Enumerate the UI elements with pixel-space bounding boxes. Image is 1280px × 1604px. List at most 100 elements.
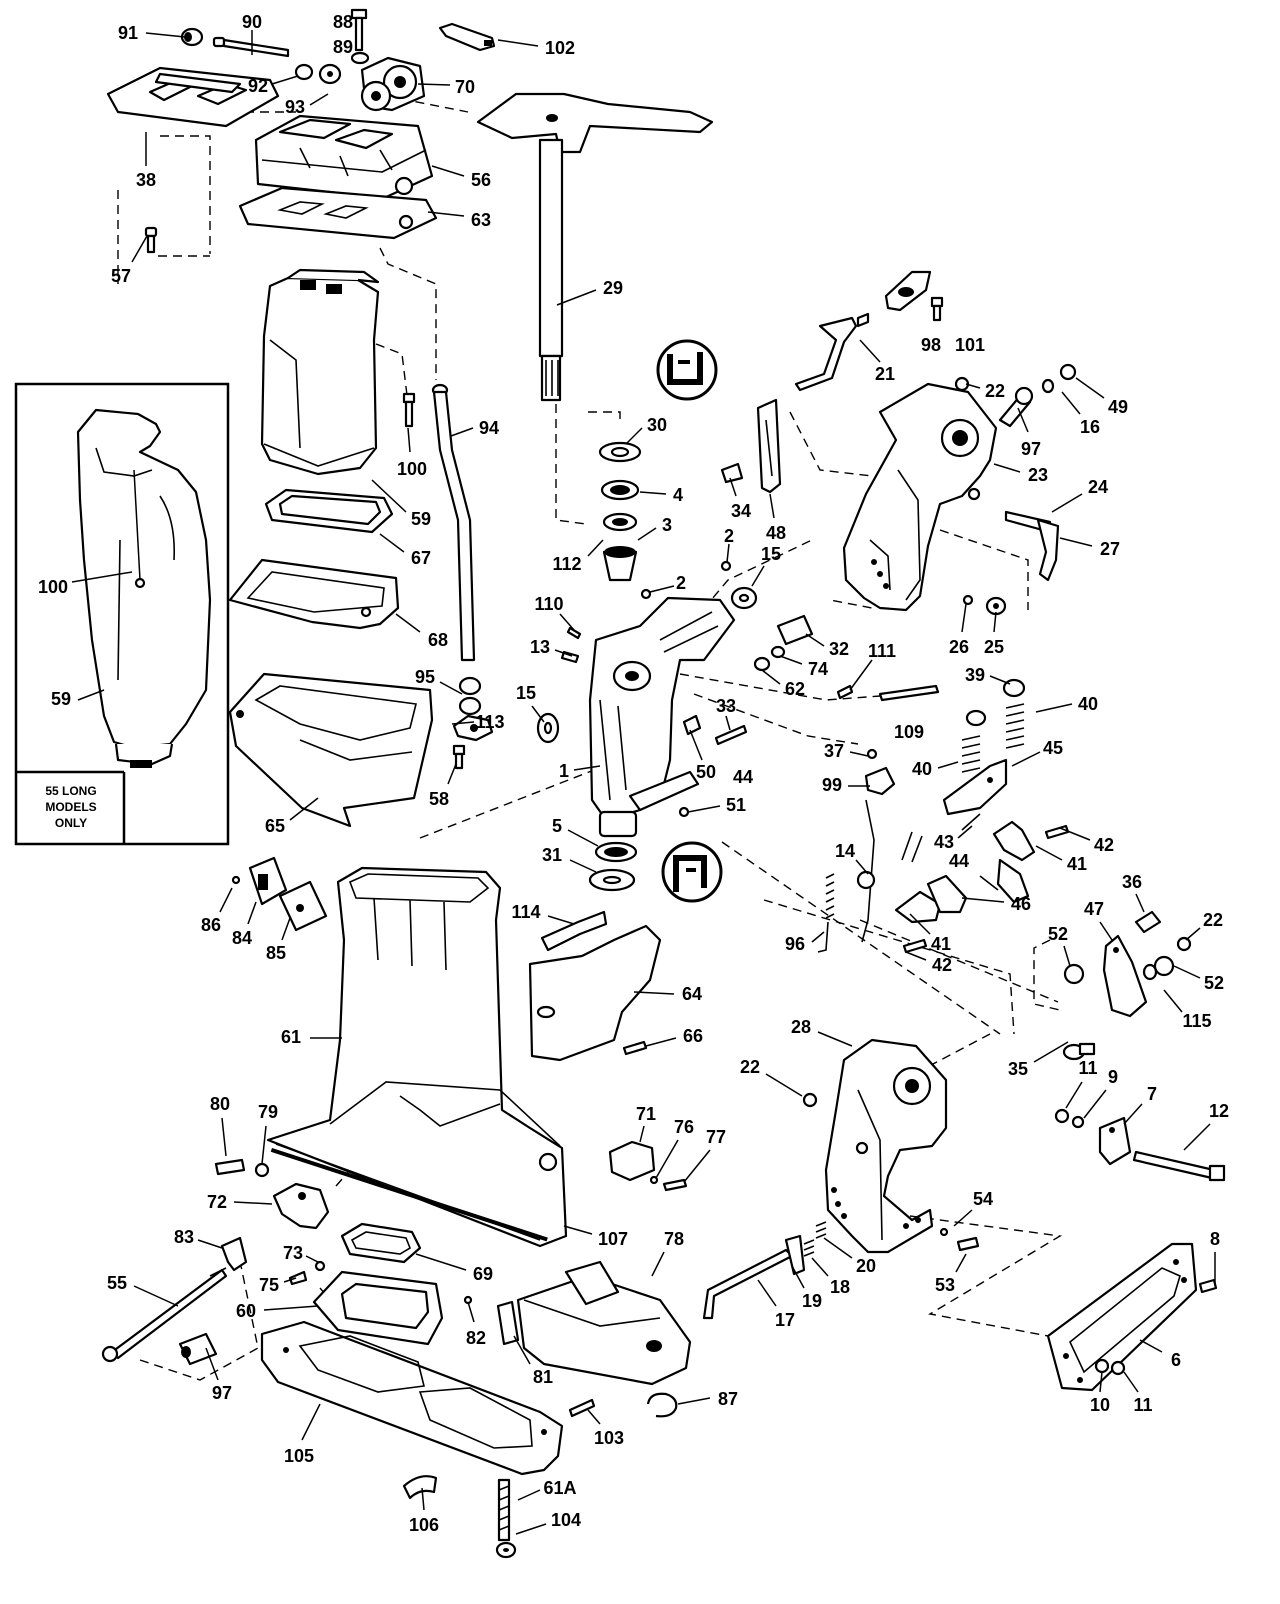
callout-label-c59b: 59 <box>51 689 71 709</box>
leader-c45 <box>1011 751 1041 767</box>
part-41-46-levers <box>894 820 1036 924</box>
callout-label-c74: 74 <box>808 659 828 679</box>
callout-label-c64: 64 <box>682 984 702 1004</box>
callout-label-c13: 13 <box>530 637 550 657</box>
part-105-housing <box>260 1320 564 1476</box>
leader-c50 <box>689 729 703 761</box>
callout-label-c98: 98 <box>921 335 941 355</box>
callout-label-c8: 8 <box>1210 1229 1220 1249</box>
part-2-screws <box>640 560 732 600</box>
leader-c57 <box>131 235 148 263</box>
callout-label-c15a: 15 <box>761 544 781 564</box>
leader-c59b <box>77 689 105 701</box>
part-94-tube <box>431 383 476 662</box>
callout-label-c101: 101 <box>955 335 985 355</box>
leader-c17 <box>757 1279 777 1307</box>
part-61a-stud <box>497 1478 511 1542</box>
callout-label-c25: 25 <box>984 637 1004 657</box>
callout-label-c83: 83 <box>174 1227 194 1247</box>
callout-label-c3: 3 <box>662 515 672 535</box>
part-35-pin <box>1062 1042 1096 1061</box>
leader-c1 <box>573 765 601 771</box>
callout-label-c70: 70 <box>455 77 475 97</box>
callout-label-c105: 105 <box>284 1446 314 1466</box>
leader-c16 <box>1061 391 1081 415</box>
leader-c22b <box>1185 927 1201 941</box>
callout-label-c18: 18 <box>830 1277 850 1297</box>
part-43-44-pins <box>901 813 999 891</box>
part-61-exhaust-housing <box>266 866 568 1248</box>
part-6-plate <box>1046 1242 1198 1392</box>
part-21-tilt-lever <box>794 312 870 392</box>
callout-label-c19: 19 <box>802 1291 822 1311</box>
part-65-lower-pan <box>228 672 434 828</box>
leader-c93 <box>309 93 329 106</box>
callout-label-c22c: 22 <box>740 1057 760 1077</box>
leader-c40b <box>937 761 959 769</box>
part-86-84-85-plate <box>231 856 328 932</box>
callout-label-c71: 71 <box>636 1104 656 1124</box>
callout-label-c41b: 41 <box>931 934 951 954</box>
part-52-washers <box>1063 955 1175 985</box>
callout-label-c87: 87 <box>718 1389 738 1409</box>
part-39-caps <box>965 678 1026 727</box>
leader-c115 <box>1163 989 1183 1013</box>
callout-label-c96: 96 <box>785 934 805 954</box>
callout-label-c30: 30 <box>647 415 667 435</box>
leader-c21 <box>859 339 881 363</box>
inset-note: 55 LONG MODELS ONLY <box>18 772 124 842</box>
callout-label-c26: 26 <box>949 637 969 657</box>
callout-label-c39: 39 <box>965 665 985 685</box>
leader-c22a <box>965 383 981 389</box>
callout-label-c40b: 40 <box>912 759 932 779</box>
part-29-steering-arm-shaft <box>476 92 714 402</box>
callout-label-c86: 86 <box>201 915 221 935</box>
leader-c76 <box>655 1139 679 1179</box>
callout-label-c43: 43 <box>934 832 954 852</box>
leader-c35 <box>1033 1041 1069 1063</box>
leader-c51 <box>687 805 721 813</box>
part-5-seal <box>594 841 638 863</box>
leader-c39 <box>989 675 1011 685</box>
leader-c104 <box>515 1523 547 1535</box>
callout-label-c52a: 52 <box>1048 924 1068 944</box>
leader-c61a <box>517 1489 541 1501</box>
part-89-washer <box>350 51 370 65</box>
callout-label-c20: 20 <box>856 1256 876 1276</box>
callout-label-c104: 104 <box>551 1510 581 1530</box>
callout-label-c45: 45 <box>1043 738 1063 758</box>
callout-label-c103: 103 <box>594 1428 624 1448</box>
callout-label-c106: 106 <box>409 1515 439 1535</box>
part-58-screw <box>452 744 466 770</box>
callout-label-c24: 24 <box>1088 477 1108 497</box>
leader-c3 <box>637 527 657 541</box>
leader-c67 <box>379 533 405 553</box>
leader-c15b <box>531 705 545 723</box>
leader-c47 <box>1099 921 1113 941</box>
callout-label-c65: 65 <box>265 816 285 836</box>
callout-label-c38: 38 <box>136 170 156 190</box>
callout-label-c115: 115 <box>1182 1011 1211 1031</box>
leader-c34 <box>729 477 737 497</box>
callout-label-c54: 54 <box>973 1189 993 1209</box>
direction-icon-lower <box>661 841 723 903</box>
leader-c55 <box>133 1285 179 1307</box>
part-50-spring <box>682 714 702 736</box>
leader-c48 <box>769 493 775 519</box>
part-81-plate <box>496 1300 520 1346</box>
part-3-bushing <box>602 546 638 582</box>
direction-icon-upper <box>656 339 718 401</box>
callout-label-c4: 4 <box>673 485 683 505</box>
part-36-bolt <box>1134 910 1162 934</box>
callout-label-c57: 57 <box>111 266 131 286</box>
part-103-screw <box>568 1398 596 1418</box>
part-83-clip <box>220 1236 248 1272</box>
part-31-washer <box>588 868 636 892</box>
leader-c60 <box>263 1305 319 1311</box>
callout-label-c31: 31 <box>542 845 562 865</box>
part-114-seal <box>540 910 608 952</box>
leader-c12 <box>1183 1123 1211 1151</box>
part-4-seal <box>600 479 640 501</box>
leader-c29 <box>556 289 597 306</box>
callout-label-c11a: 11 <box>1078 1058 1097 1078</box>
